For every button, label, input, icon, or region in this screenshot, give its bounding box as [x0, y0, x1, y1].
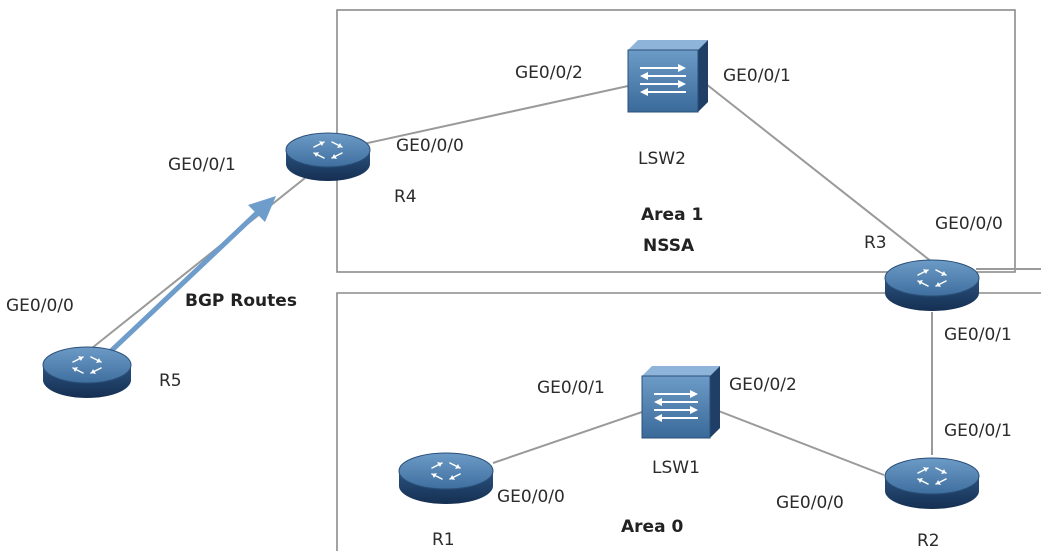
- router-icon: [42, 346, 132, 398]
- switch-icon: [627, 40, 708, 113]
- device-label-lsw2: LSW2: [638, 149, 686, 169]
- link-r5-r4: [91, 177, 306, 349]
- if-label-lsw2-ge001: GE0/0/1: [723, 66, 791, 86]
- switch-icon: [641, 366, 720, 439]
- router-r1[interactable]: [398, 452, 494, 504]
- if-label-r2-ge001: GE0/0/1: [944, 421, 1012, 441]
- if-label-r2-ge000: GE0/0/0: [776, 493, 844, 513]
- router-icon: [398, 452, 494, 504]
- router-icon: [285, 132, 371, 181]
- router-r4[interactable]: [285, 132, 371, 181]
- if-label-lsw1-ge002: GE0/0/2: [729, 375, 797, 395]
- area0-name: Area 0: [621, 517, 683, 537]
- if-label-r4-ge000: GE0/0/0: [396, 136, 464, 156]
- area1-name: Area 1: [641, 205, 703, 225]
- area0-boundary: [336, 292, 1041, 551]
- link-lsw1-r2: [715, 409, 885, 476]
- link-r4-lsw2: [344, 85, 629, 149]
- router-icon: [884, 457, 980, 509]
- if-label-r3-ge000: GE0/0/0: [935, 214, 1003, 234]
- area1-type: NSSA: [643, 236, 695, 256]
- if-label-r5-ge000: GE0/0/0: [6, 296, 74, 316]
- device-label-r1: R1: [432, 530, 455, 550]
- device-label-r4: R4: [394, 187, 417, 207]
- switch-lsw2[interactable]: [627, 40, 708, 113]
- router-r2[interactable]: [884, 457, 980, 509]
- bgp-routes-arrow: [107, 196, 276, 355]
- if-label-r3-ge001: GE0/0/1: [944, 325, 1012, 345]
- bgp-routes-label: BGP Routes: [185, 291, 297, 311]
- switch-lsw1[interactable]: [641, 366, 720, 439]
- device-label-r3: R3: [864, 233, 887, 253]
- if-label-r1-ge000: GE0/0/0: [497, 487, 565, 507]
- if-label-r4-ge001: GE0/0/1: [168, 155, 236, 175]
- link-lsw2-r3: [705, 83, 933, 263]
- device-label-r2: R2: [917, 531, 940, 551]
- device-label-r5: R5: [159, 371, 182, 391]
- link-r1-lsw1: [492, 411, 643, 464]
- router-icon: [884, 259, 980, 311]
- if-label-lsw1-ge001: GE0/0/1: [537, 378, 605, 398]
- router-r5[interactable]: [42, 346, 132, 398]
- device-label-lsw1: LSW1: [652, 458, 700, 478]
- if-label-lsw2-ge002: GE0/0/2: [515, 63, 583, 83]
- router-r3[interactable]: [884, 259, 980, 311]
